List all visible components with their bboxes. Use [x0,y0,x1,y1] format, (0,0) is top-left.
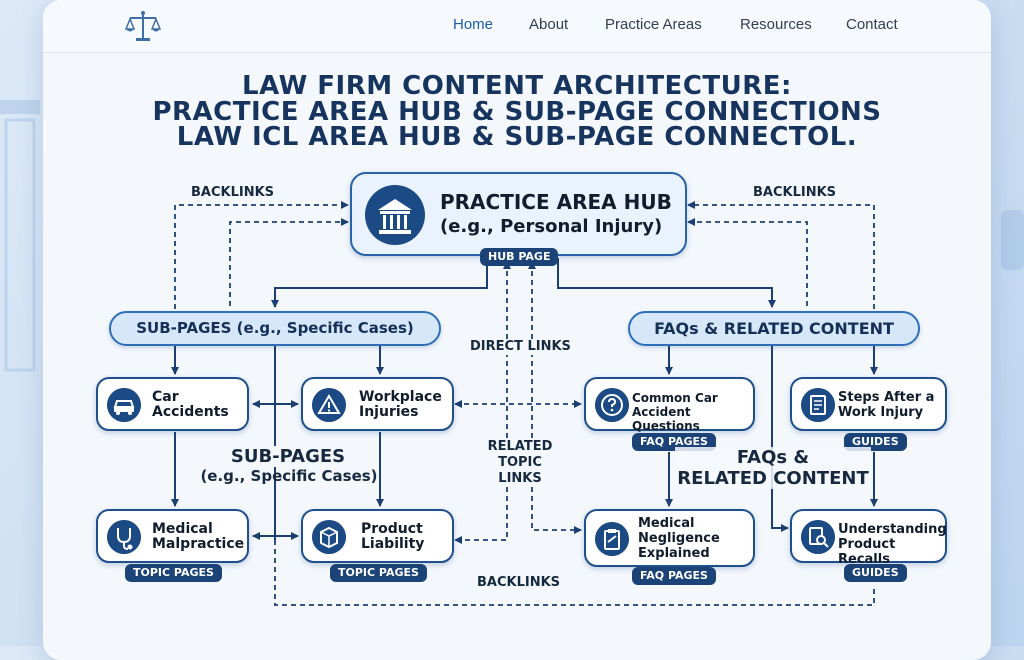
subpages-overlay-label: SUB-PAGES [203,446,373,467]
faqs-overlay-label: FAQs & RELATED CONTENT [675,447,871,489]
hazard-icon [312,388,346,422]
subpages-overlay-sublabel: (e.g., Specific Cases) [200,467,378,485]
hub-subtitle: (e.g., Personal Injury) [440,216,663,237]
nav-resources[interactable]: Resources [740,16,812,33]
subpages-section-pill[interactable]: SUB-PAGES (e.g., Specific Cases) [109,311,441,346]
scales-of-justice-icon[interactable] [125,9,161,43]
workplace-injuries-label: Workplace Injuries [359,389,442,420]
product-liability-label: Product Liability [361,521,425,552]
nav-about[interactable]: About [529,16,569,33]
nav-practice-areas[interactable]: Practice Areas [605,16,702,33]
guides-tag-top: GUIDES [844,433,907,451]
courthouse-icon [365,185,425,245]
stethoscope-icon [107,520,141,554]
car-accidents-label: Car Accidents [152,389,229,420]
node-medical-malpractice[interactable]: Medical Malpractice [96,509,249,563]
node-workplace-injuries[interactable]: Workplace Injuries [301,377,454,431]
medical-malpractice-label: Medical Malpractice [152,521,245,552]
backlinks-label-left: BACKLINKS [191,185,275,200]
backlinks-label-bottom: BACKLINKS [477,575,561,590]
topic-pages-tag-left: TOPIC PAGES [125,564,222,582]
node-medical-negligence-explained[interactable]: Medical Negligence Explained [584,509,755,567]
content-card: Home About Practice Areas Resources Cont… [43,0,991,660]
faq-pages-tag-bottom: FAQ PAGES [632,567,716,585]
nav-home[interactable]: Home [453,16,494,33]
node-steps-after-work-injury[interactable]: Steps After a Work Injury [790,377,947,431]
node-common-car-accident-questions[interactable]: Common Car Accident Questions [584,377,755,433]
faq-pages-tag-top: FAQ PAGES [632,433,716,451]
diagram-title-line-3: LAW ICL AREA HUB & SUB-PAGE CONNECTOL. [176,122,858,152]
diagram-title-line-1: LAW FIRM CONTENT ARCHITECTURE: [242,71,792,101]
node-product-liability[interactable]: Product Liability [301,509,454,563]
related-topic-links-label: RELATED TOPIC LINKS [475,439,565,487]
direct-links-label: DIRECT LINKS [470,339,571,355]
magnifier-doc-icon [801,520,835,554]
faqs-section-pill[interactable]: FAQs & RELATED CONTENT [628,311,920,346]
nav-contact[interactable]: Contact [846,16,898,33]
topic-pages-tag-right: TOPIC PAGES [330,564,427,582]
question-icon [595,388,629,422]
document-icon [801,388,835,422]
steps-after-work-injury-label: Steps After a Work Injury [838,390,935,420]
hub-page-tag: HUB PAGE [480,248,559,266]
column-decoration-left [0,100,40,372]
top-navbar: Home About Practice Areas Resources Cont… [43,0,991,53]
diagram-title-line-2: PRACTICE AREA HUB & SUB-PAGE CONNECTIONS [152,97,882,127]
guides-tag-bottom: GUIDES [844,564,907,582]
clipboard-icon [595,522,629,556]
understanding-product-recalls-label: Understanding Product Recalls [838,522,947,567]
node-understanding-product-recalls[interactable]: Understanding Product Recalls [790,509,947,567]
car-icon [107,388,141,422]
node-car-accidents[interactable]: Car Accidents [96,377,249,431]
medical-negligence-explained-label: Medical Negligence Explained [638,516,720,561]
common-car-accident-questions-label: Common Car Accident Questions [632,391,718,433]
package-icon [312,520,346,554]
scales-decoration-right [1001,210,1024,270]
practice-area-hub-node[interactable]: PRACTICE AREA HUB (e.g., Personal Injury… [350,172,687,256]
backlinks-label-right: BACKLINKS [753,185,837,200]
hub-title: PRACTICE AREA HUB [440,190,672,214]
